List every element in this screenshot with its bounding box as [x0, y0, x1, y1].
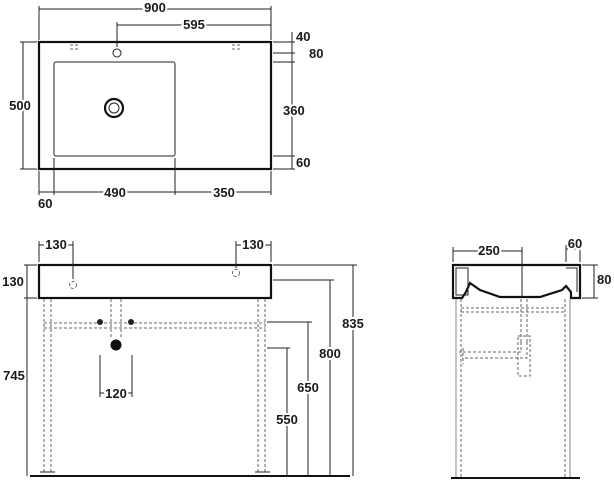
hole-left-icon — [69, 281, 77, 289]
front-view-basin — [37, 263, 273, 300]
top-view-bowl — [53, 61, 176, 157]
dim-height-835: 835 — [342, 316, 364, 331]
fixing-mark-left — [70, 44, 78, 50]
dim-height-650: 650 — [297, 380, 319, 395]
dim-tap-offset: 595 — [183, 17, 205, 32]
dim-trap-width: 120 — [105, 386, 127, 401]
dim-rim-width: 60 — [568, 236, 582, 251]
dim-height-550: 550 — [276, 412, 298, 427]
dim-basin-depth: 360 — [283, 103, 305, 118]
dim-basin-inner: 250 — [478, 243, 500, 258]
side-view: 250 60 80 — [451, 234, 611, 479]
dim-front-rim: 60 — [296, 155, 310, 170]
dim-frame-height: 745 — [3, 368, 25, 383]
drain-icon — [103, 97, 125, 119]
front-view-frame — [43, 299, 266, 472]
valve-left-icon — [97, 319, 103, 325]
tap-hole-icon — [112, 48, 122, 58]
valve-right-icon — [128, 319, 134, 325]
dim-basin-width: 490 — [104, 185, 126, 200]
side-view-frame — [455, 299, 571, 478]
dim-overall-depth: 500 — [9, 98, 31, 113]
dim-basin-height: 130 — [2, 274, 24, 289]
fixing-mark-right — [232, 44, 240, 50]
dim-overall-width: 900 — [144, 0, 166, 15]
dim-right-deck: 350 — [213, 185, 235, 200]
dim-right-hole-offset: 130 — [242, 237, 264, 252]
top-view-outline — [37, 40, 273, 171]
dim-height-800: 800 — [319, 346, 341, 361]
dim-rim-height: 80 — [597, 272, 611, 287]
dim-left-hole-offset: 130 — [45, 237, 67, 252]
hole-right-icon — [232, 269, 240, 277]
side-view-basin — [451, 263, 582, 300]
dim-rim-40: 40 — [296, 29, 310, 44]
dim-rim-80: 80 — [309, 46, 323, 61]
dim-left-rim: 60 — [38, 196, 52, 211]
front-view-trap — [97, 299, 134, 351]
side-view-trap — [459, 299, 531, 377]
top-view: 900 595 500 40 80 360 60 60 490 350 — [7, 0, 323, 211]
front-view: 130 130 130 745 120 835 800 650 550 — [0, 235, 366, 477]
trap-icon — [110, 339, 122, 351]
